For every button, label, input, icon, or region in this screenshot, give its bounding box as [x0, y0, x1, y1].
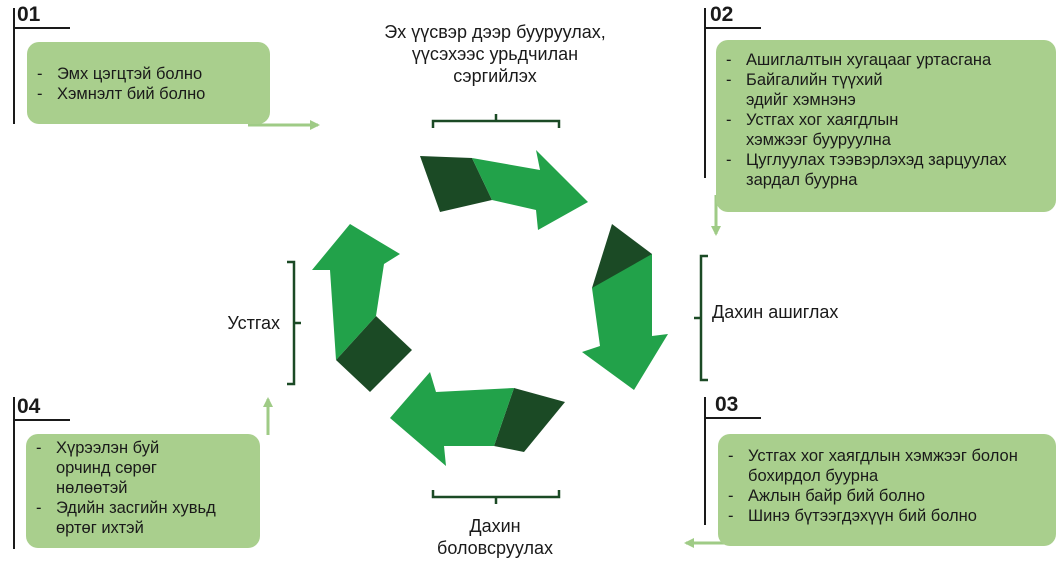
recycle-arrow-top [472, 150, 588, 230]
list-item: Хүрээлэн буй орчинд сөрөг нөлөөтэй [26, 438, 191, 498]
panel-box: Эмх цэгцтэй болно Хэмнэлт бий болно [27, 42, 270, 124]
list-item: Хэмнэлт бий болно [27, 84, 270, 104]
divider [706, 417, 761, 419]
stage-label-right: Дахин ашиглах [712, 302, 839, 322]
stage-label-bottom: Дахин боловсруулах [437, 516, 553, 558]
divider [13, 8, 15, 124]
recycle-dark-top [420, 156, 492, 212]
bracket-right [694, 254, 708, 382]
recycle-arrow-bottom [390, 372, 514, 466]
panel-box: Ашиглалтын хугацааг уртасгана Байгалийн … [716, 40, 1056, 212]
list-item: Ажлын байр бий болно [718, 486, 1048, 506]
stage-label-top: Эх үүсвэр дээр бууруулах, үүсэхээс урьдч… [384, 22, 606, 86]
divider [706, 27, 761, 29]
bracket-bottom [431, 490, 561, 504]
list-item: Цуглуулах тээвэрлэхэд зарцуулах зардал б… [716, 150, 1008, 190]
recycle-dark-left [336, 316, 412, 392]
list-item: Эмх цэгцтэй болно [27, 64, 270, 84]
panel-number: 01 [17, 3, 41, 26]
panel-number: 03 [715, 393, 739, 416]
recycle-arrow-left [312, 224, 400, 360]
recycle-dark-bottom [494, 388, 565, 452]
list-item: Шинэ бүтээгдэхүүн бий болно [718, 506, 1048, 526]
panel-box: Устгах хог хаягдлын хэмжээг болон бохирд… [718, 434, 1056, 546]
list-item: Устгах хог хаягдлын хэмжээг бууруулна [716, 110, 946, 150]
divider [704, 397, 706, 525]
divider [15, 27, 70, 29]
panel-number: 04 [17, 395, 41, 418]
list-item: Эдийн засгийн хувьд өртөг ихтэй [26, 498, 226, 538]
list-item: Устгах хог хаягдлын хэмжээг болон бохирд… [718, 446, 1018, 486]
list-item: Ашиглалтын хугацааг уртасгана [716, 50, 1048, 70]
panel-box: Хүрээлэн буй орчинд сөрөг нөлөөтэй Эдийн… [26, 434, 260, 548]
recycle-arrow-right [582, 254, 668, 390]
divider [13, 397, 15, 549]
list-item: Байгалийн түүхий эдийг хэмнэнэ [716, 70, 896, 110]
bracket-left [287, 260, 301, 386]
stage-label-left: Устгах [227, 313, 280, 333]
divider [704, 8, 706, 178]
divider [15, 419, 70, 421]
panel-number: 02 [710, 3, 734, 26]
bracket-top [431, 114, 561, 128]
